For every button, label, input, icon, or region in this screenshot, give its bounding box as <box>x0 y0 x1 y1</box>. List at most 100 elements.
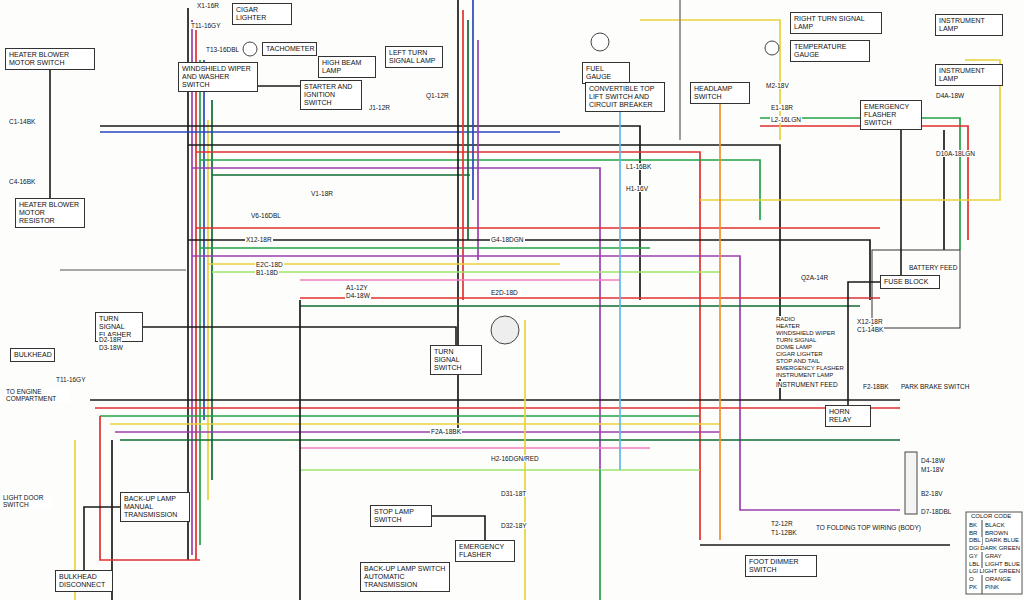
wire-code: G4-18DGN <box>490 236 525 243</box>
wire-code: X1-16R <box>196 2 220 9</box>
table-cell: PINK <box>984 584 1000 591</box>
component-name: RIGHT TURN SIGNAL LAMP <box>794 15 878 31</box>
component-box: RIGHT TURN SIGNAL LAMP <box>790 12 882 34</box>
component-name: FUSE BLOCK <box>884 278 936 286</box>
wire-code: D10A-18LGN <box>935 150 976 157</box>
component-box: CIGAR LIGHTER <box>232 3 292 25</box>
table-cell: DBL <box>968 537 982 544</box>
note: TO FOLDING TOP WIRING (BODY) <box>815 524 922 531</box>
component-box: BULKHEAD <box>10 348 55 362</box>
wire-code: X12-18R <box>856 318 884 325</box>
wire-code: Q1-12R <box>425 92 450 99</box>
wire-code: D4-18W <box>345 292 371 299</box>
component-box: INSTRUMENT LAMP <box>935 14 1003 36</box>
component-name: STOP LAMP SWITCH <box>374 508 428 524</box>
fuse-circuit: CIGAR LIGHTER <box>775 351 824 358</box>
fuse-circuit: INSTRUMENT LAMP <box>775 372 834 379</box>
table-cell: PK <box>968 584 978 591</box>
component-box: BACK-UP LAMP MANUAL TRANSMISSION <box>120 492 190 522</box>
wire-code: V1-18R <box>310 190 334 197</box>
component-box: WINDSHIELD WIPER AND WASHER SWITCH <box>178 62 258 92</box>
table-cell: BK <box>968 522 978 529</box>
wire-code: H1-16V <box>625 185 649 192</box>
component-box: FUSE BLOCK <box>880 275 940 289</box>
wire-code: E2C-18D <box>255 261 284 268</box>
wire-code: D2-18R <box>98 336 122 343</box>
table-cell: GRAY <box>984 553 1003 560</box>
fuse-circuit: EMERGENCY FLASHER <box>775 365 845 372</box>
table-cell: O <box>968 576 975 583</box>
component-box: TACHOMETER <box>262 42 317 56</box>
component-name: STARTER AND IGNITION SWITCH <box>304 83 358 107</box>
component-box: CONVERTIBLE TOP LIFT SWITCH AND CIRCUIT … <box>585 82 665 112</box>
wire-code: D7-18DBL <box>920 508 952 515</box>
wire-connector <box>432 516 485 540</box>
table-cell: DARK GREEN <box>979 545 1021 552</box>
wire-code: X12-18R <box>245 236 273 243</box>
wire-code: T11-16GY <box>190 22 222 29</box>
wire-code: F2A-18BK <box>430 428 462 435</box>
wire-code: E2D-18D <box>490 289 519 296</box>
wire-code: D32-18Y <box>500 522 528 529</box>
component-name: EMERGENCY FLASHER SWITCH <box>864 103 918 127</box>
component-name: WINDSHIELD WIPER AND WASHER SWITCH <box>182 65 254 89</box>
wire-code: L2-16LGN <box>770 116 802 123</box>
component-name: LEFT TURN SIGNAL LAMP <box>389 49 439 65</box>
component-name: BACK-UP LAMP SWITCH AUTOMATIC TRANSMISSI… <box>364 565 446 589</box>
component-name: BULKHEAD <box>14 351 51 359</box>
wire-code: E1-18R <box>770 104 794 111</box>
component-name: CONVERTIBLE TOP LIFT SWITCH AND CIRCUIT … <box>589 85 661 109</box>
wire-code: Q2A-14R <box>800 274 829 281</box>
wire-code: C4-16BK <box>8 178 36 185</box>
note: BATTERY FEED <box>908 264 958 271</box>
component-box: HEATER BLOWER MOTOR SWITCH <box>5 48 95 70</box>
component-name: HEATER BLOWER MOTOR RESISTOR <box>19 201 81 225</box>
wire-code: J1-12R <box>368 104 391 111</box>
note: LIGHT DOOR SWITCH <box>2 494 52 508</box>
wire-code: D4A-18W <box>935 92 965 99</box>
component-name: TEMPERATURE GAUGE <box>794 43 866 59</box>
wire-code: B1-18D <box>255 269 279 276</box>
note: INSTRUMENT FEED <box>775 381 839 388</box>
component-box: EMERGENCY FLASHER SWITCH <box>860 100 922 130</box>
wire-code: D4-18W <box>920 457 946 464</box>
wire-code: A1-12Y <box>345 284 369 291</box>
note: TO ENGINE COMPARTMENT <box>5 388 69 402</box>
fuse-circuit: TURN SIGNAL <box>775 337 817 344</box>
wire-code: T1-12BK <box>770 529 798 536</box>
wire-code: T2-12R <box>770 520 794 527</box>
component-name: TURN SIGNAL SWITCH <box>434 348 478 372</box>
table-cell: BLACK <box>984 522 1006 529</box>
fuse-circuit: HEATER <box>775 323 801 330</box>
wire-code: L1-16BK <box>625 163 652 170</box>
component-name: FUEL GAUGE <box>586 65 626 81</box>
component-name: INSTRUMENT LAMP <box>939 17 999 33</box>
component-box: FUEL GAUGE <box>582 62 630 84</box>
component-name: INSTRUMENT LAMP <box>939 67 999 83</box>
wire-code: M2-18V <box>765 82 790 89</box>
component-box: FOOT DIMMER SWITCH <box>745 555 817 577</box>
table-cell: LBL <box>968 561 981 568</box>
fuse-circuit: RADIO <box>775 316 796 323</box>
wire-connector <box>50 70 51 198</box>
table-cell: LIGHT GREEN <box>978 568 1021 575</box>
component-box: BULKHEAD DISCONNECT <box>55 570 113 592</box>
table-cell: ORANGE <box>984 576 1012 583</box>
component-box: TEMPERATURE GAUGE <box>790 40 870 62</box>
wire-connector <box>84 507 120 570</box>
wire-connector <box>143 327 456 345</box>
component-box: STARTER AND IGNITION SWITCH <box>300 80 362 110</box>
fuse-circuit: WINDSHIELD WIPER <box>775 330 836 337</box>
table-cell: DARK BLUE <box>984 537 1020 544</box>
component-box: HEATER BLOWER MOTOR RESISTOR <box>15 198 85 228</box>
component-name: BULKHEAD DISCONNECT <box>59 573 109 589</box>
wire-code: M1-18V <box>920 466 945 473</box>
wire-code: D3-18W <box>98 344 124 351</box>
component-name: CIGAR LIGHTER <box>236 6 288 22</box>
component-name: TACHOMETER <box>266 45 313 53</box>
fuse-circuit: STOP AND TAIL <box>775 358 821 365</box>
wire-code: T13-16DBL <box>205 46 240 53</box>
table-cell: BROWN <box>984 530 1009 537</box>
component-box: TURN SIGNAL SWITCH <box>430 345 482 375</box>
wire-code: T11-16GY <box>55 376 87 383</box>
